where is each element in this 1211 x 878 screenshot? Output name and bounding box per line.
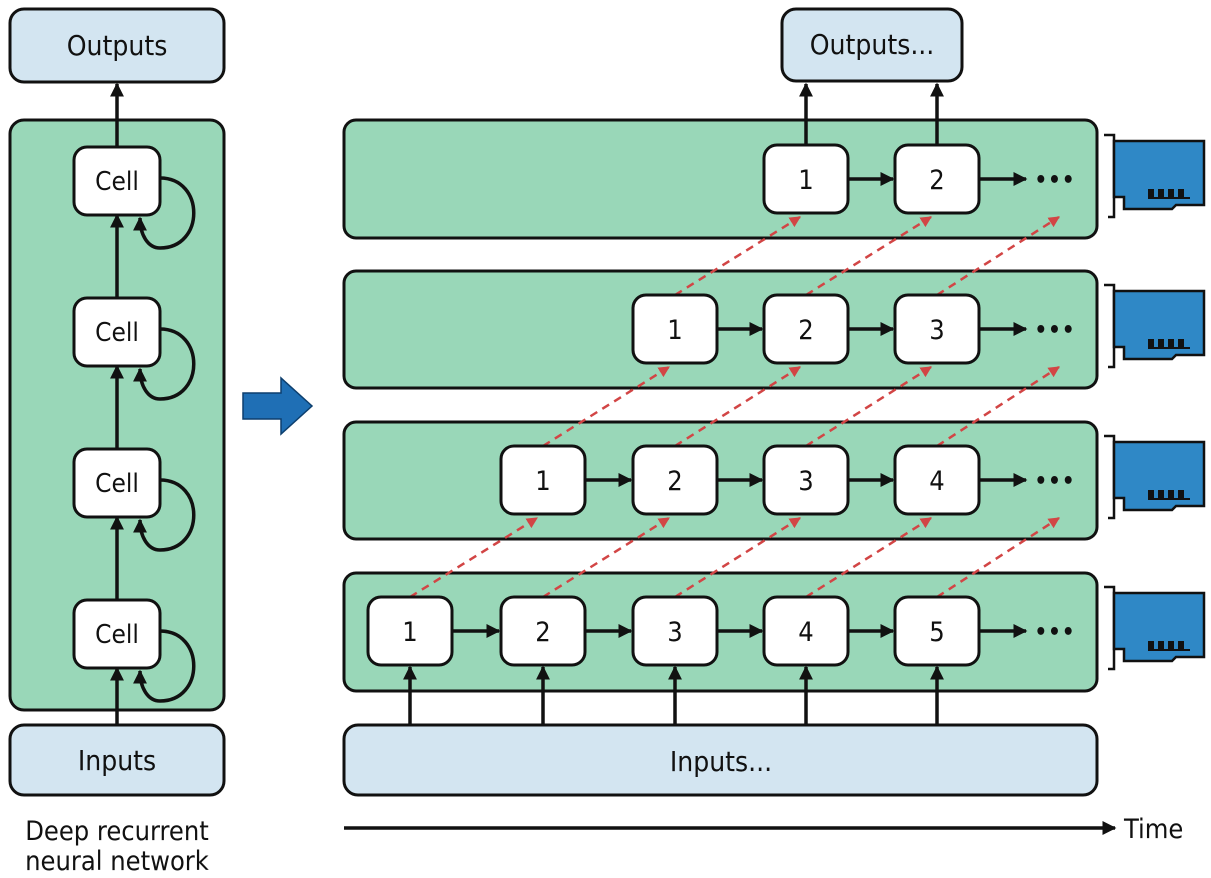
left-cell: [72, 296, 162, 368]
dashed-dependency-arrow: [674, 215, 801, 297]
time-step-cell: [499, 595, 587, 667]
blue-right-arrow-icon: [242, 376, 314, 436]
continuation-dots: •••: [1035, 318, 1076, 343]
left-caption-line1: Deep recurrent: [25, 816, 209, 847]
left-cell: [72, 145, 162, 217]
time-step-cell: [631, 444, 719, 516]
left-outputs-label: Outputs: [67, 29, 168, 62]
time-step-cell-label: 2: [798, 315, 813, 346]
time-step-cell: [893, 143, 981, 215]
left-self-loop-icon: [133, 478, 196, 552]
gpu-card-icon: [1104, 585, 1206, 671]
dashed-dependency-arrow: [805, 365, 932, 448]
dashed-dependency-arrow: [936, 215, 1060, 297]
left-self-loop-icon: [133, 176, 196, 250]
time-step-cell: [631, 293, 719, 365]
left-outputs-box: [8, 7, 226, 84]
time-step-cell-label: 2: [535, 617, 550, 648]
left-inputs-label: Inputs: [78, 744, 156, 777]
time-step-cell-label: 1: [667, 315, 682, 346]
time-step-cell: [762, 293, 850, 365]
left-cell-label: Cell: [95, 167, 139, 197]
left-cell-label: Cell: [95, 469, 139, 499]
continuation-dots: •••: [1035, 469, 1076, 494]
gpu-card-icon: [1104, 133, 1206, 219]
time-step-cell-label: 5: [929, 617, 944, 648]
dashed-dependency-arrow: [805, 516, 932, 599]
time-step-cell: [762, 444, 850, 516]
time-step-cell: [893, 293, 981, 365]
gpu-icons: [1104, 133, 1206, 671]
dashed-dependency-arrow: [674, 516, 801, 599]
left-self-loop-icon: [133, 327, 196, 401]
time-step-cell: [631, 595, 719, 667]
time-step-cell-label: 3: [798, 466, 813, 497]
left-caption-line2: neural network: [25, 846, 209, 877]
dashed-dependency-arrow: [542, 365, 670, 448]
right-outputs-box: [780, 7, 964, 83]
unrolled-cells: 1 2 ••• 1 2 3 ••• 1 2 3 4 ••• 1 2 3 4 5 •••: [366, 82, 1076, 725]
time-step-cell-label: 3: [667, 617, 682, 648]
left-self-loop-icon: [133, 629, 196, 703]
dashed-dependency-arrow: [936, 365, 1060, 448]
right-inputs-box: [342, 723, 1099, 797]
left-cell: [72, 447, 162, 519]
time-step-cell-label: 4: [798, 617, 813, 648]
gpu-card-icon: [1104, 434, 1206, 520]
continuation-dots: •••: [1035, 620, 1076, 645]
dashed-dependency-arrow: [936, 516, 1060, 599]
time-step-cell-label: 2: [667, 466, 682, 497]
left-cell-label: Cell: [95, 318, 139, 348]
time-step-cell: [762, 595, 850, 667]
continuation-dots: •••: [1035, 168, 1076, 193]
right-outputs-label: Outputs...: [810, 28, 935, 61]
left-cell-label: Cell: [95, 620, 139, 650]
time-step-cell: [499, 444, 587, 516]
left-network: Outputs Inputs Cell Cell Cell Cell Deep …: [8, 7, 226, 877]
left-cell: [72, 598, 162, 670]
dashed-dependency-arrow: [542, 516, 670, 599]
time-step-cell-label: 1: [535, 466, 550, 497]
time-label: Time: [1123, 814, 1183, 845]
time-step-cell-label: 2: [929, 165, 944, 196]
time-step-cell: [366, 595, 454, 667]
time-step-cell: [893, 595, 981, 667]
time-step-cell: [893, 444, 981, 516]
dashed-dependency-arrow: [409, 516, 538, 599]
time-step-cell-label: 1: [402, 617, 417, 648]
time-step-cell-label: 1: [798, 165, 813, 196]
right-inputs-label: Inputs...: [670, 745, 772, 778]
gpu-card-icon: [1104, 283, 1206, 369]
time-step-cell-label: 3: [929, 315, 944, 346]
dashed-dependency-arrow: [674, 365, 801, 448]
dashed-dependency-arrow: [805, 215, 932, 297]
time-step-cell: [762, 143, 850, 215]
time-step-cell-label: 4: [929, 466, 944, 497]
